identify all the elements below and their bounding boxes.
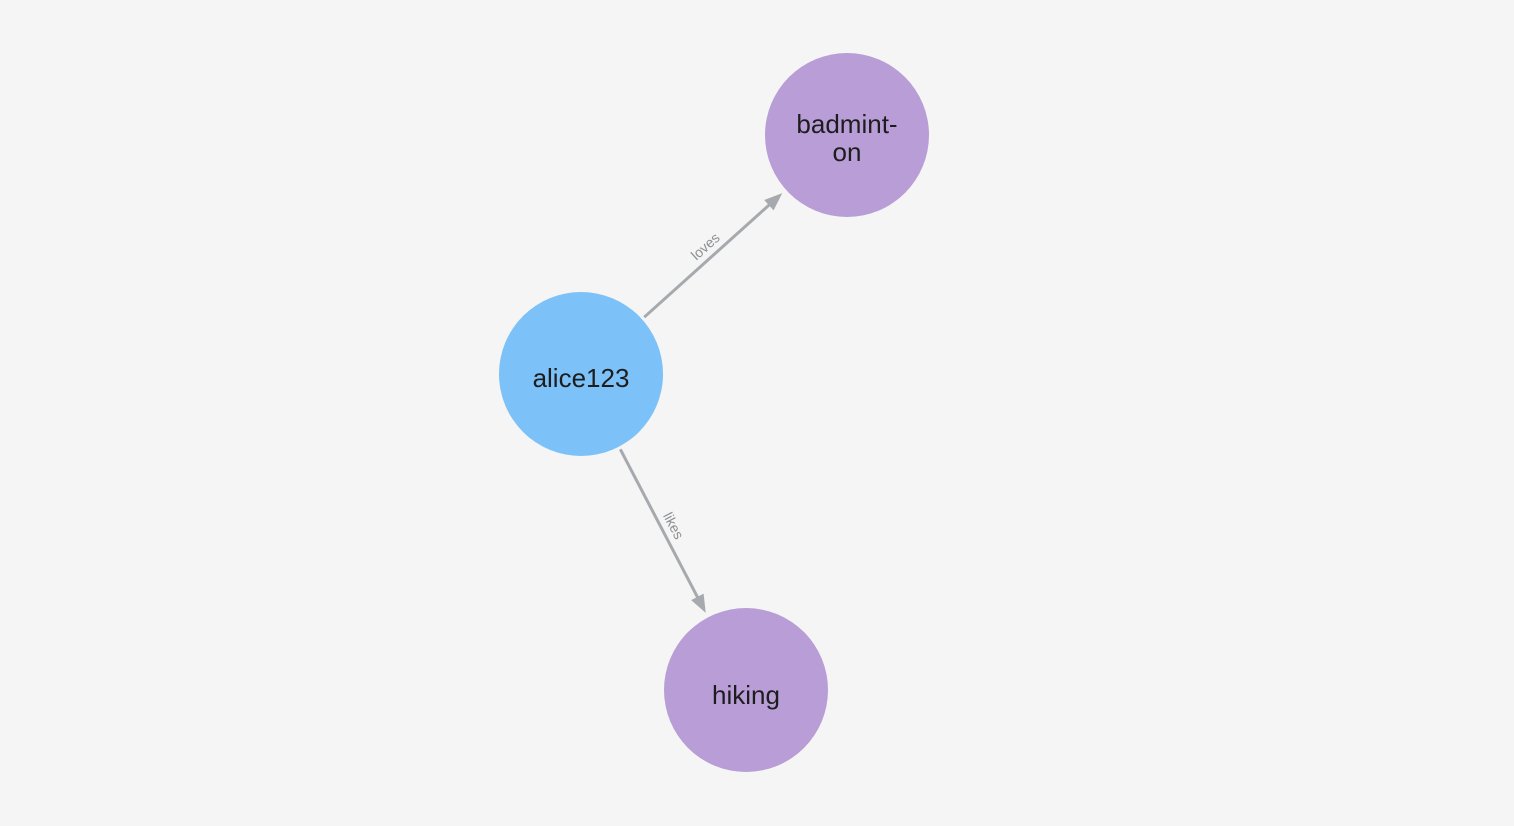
edge-line bbox=[619, 448, 702, 604]
edge-likes[interactable]: likes bbox=[619, 448, 706, 613]
edge-label: likes bbox=[660, 509, 687, 541]
edge-line bbox=[643, 199, 775, 319]
edge-loves[interactable]: loves bbox=[643, 193, 783, 319]
edge-arrowhead-icon bbox=[691, 593, 706, 613]
node-caption: alice123 bbox=[533, 363, 630, 393]
node-circle[interactable] bbox=[664, 608, 828, 772]
node-hiking[interactable]: hiking bbox=[664, 608, 828, 772]
node-alice123[interactable]: alice123 bbox=[499, 292, 663, 456]
node-badminton[interactable]: badmint-on bbox=[765, 53, 929, 217]
node-caption: badmint-on bbox=[796, 109, 897, 167]
node-circle[interactable] bbox=[499, 292, 663, 456]
node-caption: hiking bbox=[712, 680, 780, 710]
edge-arrowhead-icon bbox=[764, 193, 783, 211]
node-circle[interactable] bbox=[765, 53, 929, 217]
edge-label: loves bbox=[688, 229, 723, 263]
